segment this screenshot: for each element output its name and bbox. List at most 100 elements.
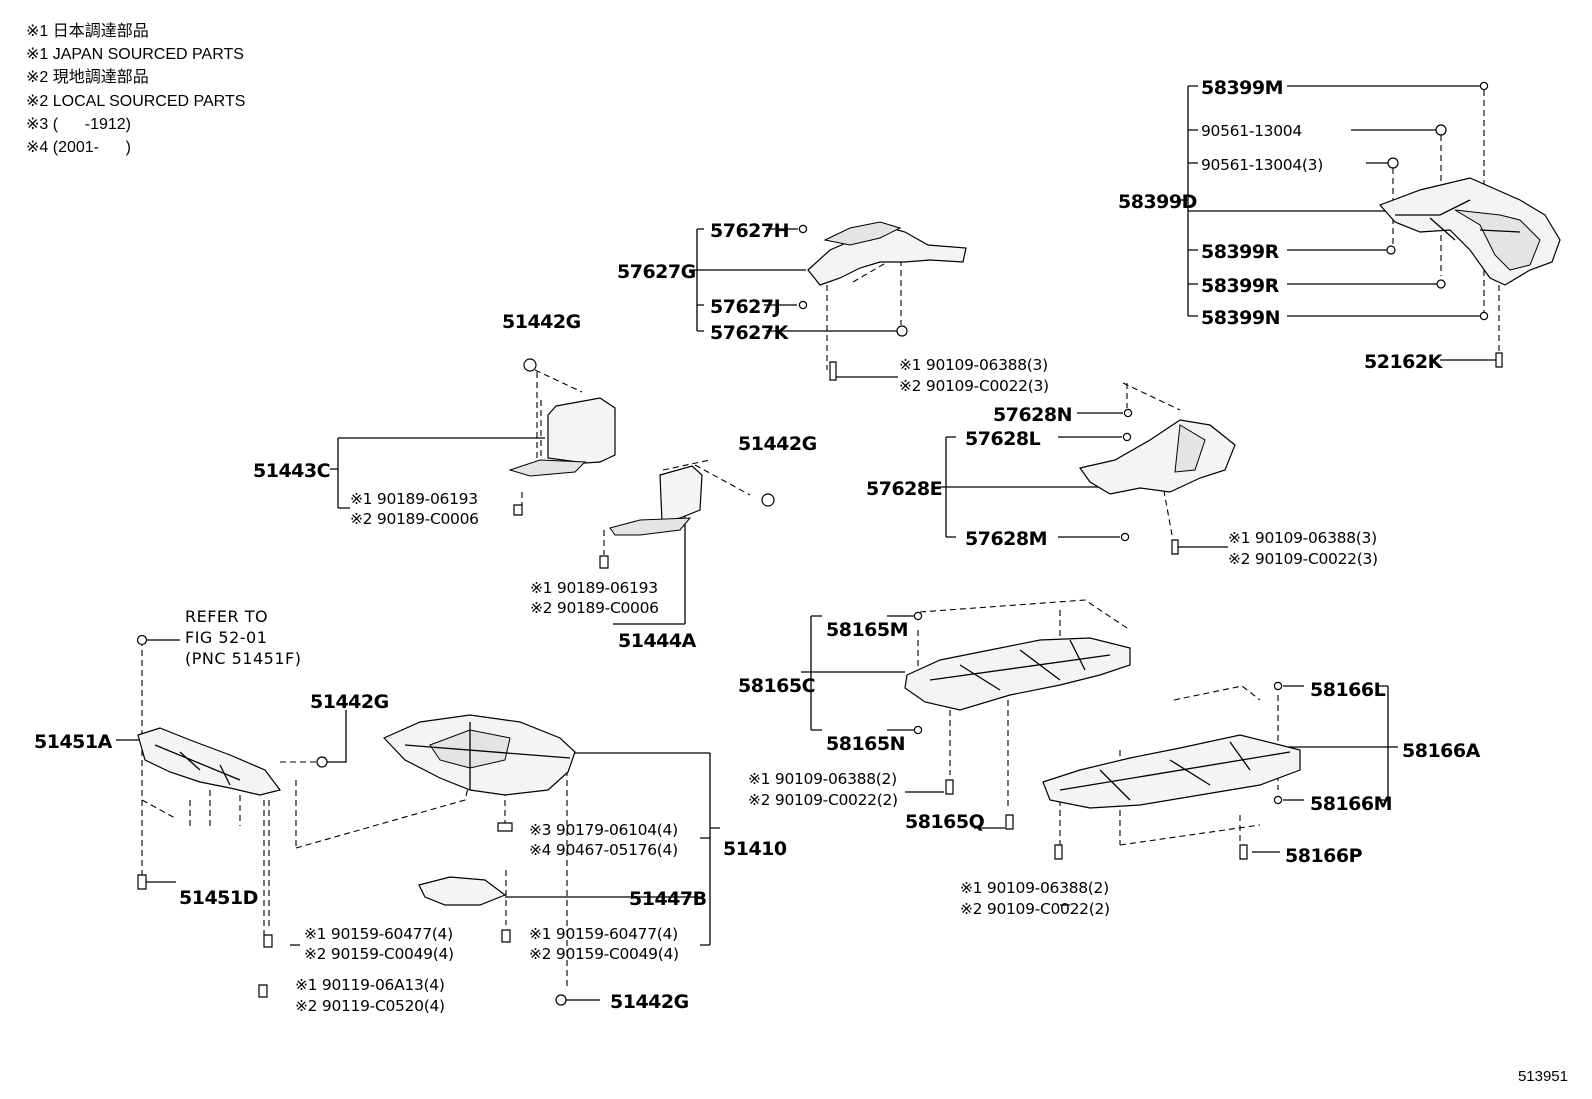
- label-51410-note-4: ※4 90467-05176(4): [529, 841, 678, 859]
- clip-icon: [798, 300, 808, 310]
- part-labels: 58399M 90561-13004 90561-13004(3) 58399D…: [34, 77, 1481, 1015]
- label-51443C: 51443C: [253, 460, 330, 482]
- label-51451-note-2: ※2 90159-C0049(4): [304, 945, 454, 963]
- label-58399D: 58399D: [1118, 191, 1197, 213]
- label-51442G-b: 51442G: [738, 433, 817, 455]
- figure-code: 513951: [1517, 1068, 1568, 1085]
- label-51410: 51410: [723, 838, 787, 860]
- screw-icon: [829, 361, 837, 381]
- label-refer-fig: FIG 52-01: [185, 628, 267, 647]
- label-51410-note-2: ※2 90159-C0049(4): [529, 945, 679, 963]
- label-57628-note-1: ※1 90109-06388(3): [1228, 529, 1377, 547]
- label-51410-note-3: ※3 90179-06104(4): [529, 821, 678, 839]
- clip-icon: [1479, 81, 1489, 91]
- label-51443-note-2: ※2 90189-C0006: [350, 510, 479, 528]
- nut-icon: [896, 325, 908, 337]
- group-51444A: [599, 459, 775, 625]
- label-90119-note-1: ※1 90119-06A13(4): [295, 976, 445, 994]
- label-58166M: 58166M: [1310, 793, 1392, 815]
- label-58165M: 58165M: [826, 619, 908, 641]
- clip-icon: [523, 358, 537, 372]
- label-57628N: 57628N: [993, 404, 1072, 426]
- label-51442G-c: 51442G: [310, 691, 389, 713]
- clip-icon: [1273, 681, 1283, 691]
- group-58165C: [801, 599, 1131, 830]
- label-58165-note-1: ※1 90109-06388(2): [748, 770, 897, 788]
- legend-notes: ※1 日本調達部品 ※1 JAPAN SOURCED PARTS ※2 現地調達…: [26, 20, 245, 159]
- label-90561-13004-3: 90561-13004(3): [1201, 156, 1323, 174]
- radiator-support-cover-shape: [137, 727, 282, 796]
- screw-icon: [1171, 539, 1179, 555]
- screw-icon: [1495, 352, 1503, 368]
- clip-icon: [555, 994, 567, 1006]
- clip-icon: [136, 634, 148, 646]
- engine-under-cover-front-shape: [418, 876, 507, 906]
- nut-icon: [497, 822, 513, 832]
- label-57627-note-2: ※2 90109-C0022(3): [899, 377, 1049, 395]
- group-57628E: [938, 382, 1236, 555]
- engine-under-cover-lh-shape: [547, 397, 616, 464]
- engine-under-cover-rh-shape: [659, 465, 703, 523]
- label-58165C: 58165C: [738, 675, 815, 697]
- label-58165N: 58165N: [826, 733, 905, 755]
- screw-icon: [1005, 814, 1014, 830]
- screw-icon: [258, 984, 268, 998]
- label-51444-note-1: ※1 90189-06193: [530, 579, 658, 597]
- floor-under-cover-front-shape: [904, 637, 1131, 711]
- label-51447B: 51447B: [629, 888, 707, 910]
- label-58166-note-1: ※1 90109-06388(2): [960, 879, 1109, 897]
- nut-icon: [1435, 124, 1447, 136]
- clip-icon: [798, 224, 808, 234]
- nut-icon: [1387, 157, 1399, 169]
- label-58399N: 58399N: [1201, 307, 1280, 329]
- label-57627K: 57627K: [710, 322, 790, 344]
- label-51451D: 51451D: [179, 887, 258, 909]
- clip-icon: [1273, 795, 1283, 805]
- label-57628M: 57628M: [965, 528, 1047, 550]
- clip-icon: [1436, 279, 1446, 289]
- screw-icon: [263, 934, 273, 948]
- label-51410-note-1: ※1 90159-60477(4): [529, 925, 678, 943]
- label-58166L: 58166L: [1310, 679, 1386, 701]
- label-refer-pnc: (PNC 51451F): [185, 649, 301, 668]
- note-japan-jp: ※1 日本調達部品: [26, 23, 149, 40]
- screw-icon: [513, 504, 523, 516]
- rear-mud-guard-shape: [1378, 177, 1561, 286]
- note-date-until: ※3 ( -1912): [26, 115, 131, 133]
- group-58399D: [1178, 81, 1561, 368]
- clip-icon: [913, 611, 923, 621]
- screw-icon: [1054, 844, 1063, 860]
- group-51410: [258, 714, 720, 1006]
- label-51442G-d: 51442G: [610, 991, 689, 1013]
- group-58166A: [1042, 681, 1398, 906]
- label-58399M: 58399M: [1201, 77, 1283, 99]
- label-52162K: 52162K: [1364, 351, 1444, 373]
- label-58166-note-2: ※2 90109-C0022(2): [960, 900, 1110, 918]
- label-58166P: 58166P: [1285, 845, 1363, 867]
- group-51443C: [330, 358, 616, 516]
- label-58165Q: 58165Q: [905, 811, 985, 833]
- label-51442G-a: 51442G: [502, 311, 581, 333]
- screw-icon: [1239, 844, 1248, 860]
- label-58166A: 58166A: [1402, 740, 1481, 762]
- clip-icon: [1386, 245, 1396, 255]
- label-57628E: 57628E: [866, 478, 942, 500]
- screw-icon: [137, 874, 147, 890]
- clip-icon: [761, 493, 775, 507]
- note-japan-en: ※1 JAPAN SOURCED PARTS: [26, 46, 244, 64]
- clip-icon: [1479, 311, 1489, 321]
- label-57627G: 57627G: [617, 261, 696, 283]
- clip-icon: [316, 756, 328, 768]
- screw-icon: [501, 929, 511, 943]
- group-51451A: [116, 634, 471, 935]
- label-57627J: 57627J: [710, 296, 780, 318]
- label-90119-note-2: ※2 90119-C0520(4): [295, 997, 445, 1015]
- label-51451-note-1: ※1 90159-60477(4): [304, 925, 453, 943]
- label-57628L: 57628L: [965, 428, 1041, 450]
- label-51444-note-2: ※2 90189-C0006: [530, 599, 659, 617]
- clip-icon: [1120, 532, 1130, 542]
- screw-icon: [945, 779, 954, 795]
- note-local-en: ※2 LOCAL SOURCED PARTS: [26, 92, 246, 110]
- clip-icon: [1122, 432, 1132, 442]
